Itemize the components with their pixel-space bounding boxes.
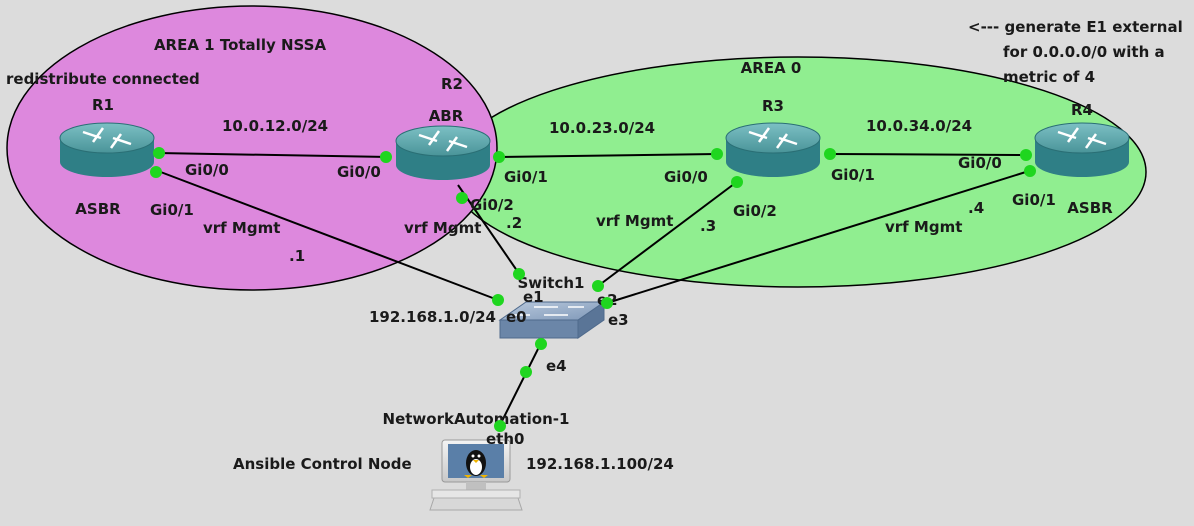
host-octet-r4: .4 xyxy=(968,199,984,217)
link-r2-r3 xyxy=(497,153,718,158)
subnet-mgmt: 192.168.1.0/24 xyxy=(369,308,496,326)
host-ip: 192.168.1.100/24 xyxy=(526,455,674,473)
router-r4[interactable] xyxy=(1034,122,1130,177)
vrf-label-r3: vrf Mgmt xyxy=(596,212,673,230)
port-dot xyxy=(492,294,504,306)
links xyxy=(157,152,1030,426)
port-dot xyxy=(711,148,723,160)
link-r3-r4 xyxy=(829,153,1027,156)
port-dot xyxy=(513,268,525,280)
router-r1[interactable] xyxy=(59,122,155,177)
port-sw-e4: e4 xyxy=(546,357,567,375)
port-dot xyxy=(520,366,532,378)
link-r2-switch xyxy=(457,184,521,276)
port-dots xyxy=(150,147,1036,432)
r4-annotation-line2: for 0.0.0.0/0 with a xyxy=(1003,43,1165,61)
link-switch-host xyxy=(499,342,542,426)
port-dot xyxy=(494,420,506,432)
vrf-label-r1: vrf Mgmt xyxy=(203,219,280,237)
port-r1-gi00: Gi0/0 xyxy=(185,161,229,179)
host-octet-r3: .3 xyxy=(700,217,716,235)
link-r3-switch xyxy=(597,180,739,287)
port-dot xyxy=(592,280,604,292)
port-host-eth0: eth0 xyxy=(486,430,524,448)
port-sw-e3: e3 xyxy=(608,311,629,329)
link-r1-switch xyxy=(157,170,499,301)
host-networkautomation[interactable] xyxy=(429,439,523,511)
port-dot xyxy=(601,297,613,309)
router-r3[interactable] xyxy=(725,122,821,177)
port-dot xyxy=(153,147,165,159)
link-r1-r2 xyxy=(157,152,388,158)
port-sw-e0: e0 xyxy=(506,308,527,326)
port-r3-gi00: Gi0/0 xyxy=(664,168,708,186)
router-r2[interactable] xyxy=(395,125,491,180)
host-octet-r2: .2 xyxy=(506,214,522,232)
r1-role: ASBR xyxy=(75,200,121,218)
r4-name: R4 xyxy=(1071,101,1093,119)
port-r3-gi02: Gi0/2 xyxy=(733,202,777,220)
vrf-label-r2: vrf Mgmt xyxy=(404,219,481,237)
port-dot xyxy=(731,176,743,188)
port-dot xyxy=(150,166,162,178)
port-r3-gi01: Gi0/1 xyxy=(831,166,875,184)
vrf-label-r4: vrf Mgmt xyxy=(885,218,962,236)
switch1-name: Switch1 xyxy=(518,274,585,292)
r3-name: R3 xyxy=(762,97,784,115)
port-dot xyxy=(824,148,836,160)
port-dot xyxy=(380,151,392,163)
area1-region xyxy=(6,5,498,291)
port-dot xyxy=(535,338,547,350)
port-r2-gi02: Gi0/2 xyxy=(470,196,514,214)
host-role: Ansible Control Node xyxy=(233,455,412,473)
port-dot xyxy=(456,192,468,204)
port-dot xyxy=(1020,149,1032,161)
host-octet-r1: .1 xyxy=(289,247,305,265)
r2-role: ABR xyxy=(429,107,464,125)
subnet-r1-r2: 10.0.12.0/24 xyxy=(222,117,328,135)
port-r4-gi00: Gi0/0 xyxy=(958,154,1002,172)
link-r4-switch xyxy=(606,170,1030,304)
r1-name: R1 xyxy=(92,96,114,114)
r4-role: ASBR xyxy=(1067,199,1113,217)
subnet-r3-r4: 10.0.34.0/24 xyxy=(866,117,972,135)
port-dot xyxy=(1024,165,1036,177)
switch-switch1[interactable] xyxy=(498,301,606,339)
host-name: NetworkAutomation-1 xyxy=(383,410,570,428)
port-r1-gi01: Gi0/1 xyxy=(150,201,194,219)
port-r2-gi00: Gi0/0 xyxy=(337,163,381,181)
port-r4-gi01: Gi0/1 xyxy=(1012,191,1056,209)
port-dot xyxy=(493,151,505,163)
r4-annotation-line3: metric of 4 xyxy=(1003,68,1095,86)
r2-name: R2 xyxy=(441,75,463,93)
port-sw-e1: e1 xyxy=(523,288,544,306)
r4-annotation-line1: <--- generate E1 external xyxy=(968,18,1183,36)
port-r2-gi01: Gi0/1 xyxy=(504,168,548,186)
r1-annotation: redistribute connected xyxy=(6,70,200,88)
area1-label: AREA 1 Totally NSSA xyxy=(154,36,327,54)
area0-label: AREA 0 xyxy=(741,59,802,77)
subnet-r2-r3: 10.0.23.0/24 xyxy=(549,119,655,137)
